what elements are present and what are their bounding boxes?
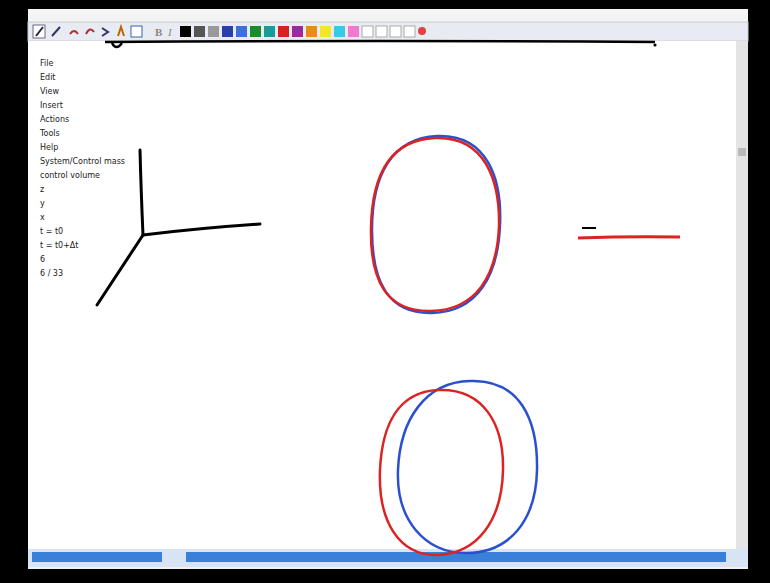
label: File <box>40 60 53 69</box>
label: Tools <box>40 130 60 139</box>
tool-icon <box>70 31 78 34</box>
tool-icon <box>102 28 108 36</box>
tool-icon <box>86 29 94 34</box>
color-swatch <box>334 26 345 37</box>
label: x <box>40 214 45 223</box>
system-boundary <box>398 381 537 553</box>
color-swatch <box>348 26 359 37</box>
color-swatch <box>404 26 415 37</box>
bold-icon: B <box>155 26 163 38</box>
color-swatch <box>292 26 303 37</box>
tool-icon <box>118 27 124 36</box>
color-swatch <box>306 26 317 37</box>
color-swatch <box>208 26 219 37</box>
color-swatch <box>264 26 275 37</box>
label: z <box>40 186 44 195</box>
italic-icon: I <box>167 26 173 38</box>
menu-bar <box>28 9 748 22</box>
label: View <box>40 88 59 97</box>
label: control volume <box>40 172 100 181</box>
page-tab-strip <box>32 552 162 562</box>
scrollbar-thumb <box>738 148 746 156</box>
tool-icon <box>33 25 45 38</box>
label: Help <box>40 144 58 153</box>
handwritten-dot <box>653 43 656 46</box>
label: t = t0 <box>40 228 63 237</box>
tool-icon <box>131 26 142 37</box>
underline <box>578 237 680 238</box>
coordinate-axes <box>97 150 260 305</box>
handwritten-stroke <box>112 43 122 47</box>
window-frame <box>28 9 748 569</box>
label: y <box>40 200 45 209</box>
color-swatch <box>320 26 331 37</box>
page-tabs <box>32 552 726 562</box>
color-swatch <box>250 26 261 37</box>
y-axis <box>143 224 260 235</box>
underline <box>582 227 596 229</box>
color-swatch <box>194 26 205 37</box>
tool-icon <box>36 27 43 36</box>
color-swatch <box>362 26 373 37</box>
label: Actions <box>40 116 69 125</box>
z-axis <box>140 150 143 235</box>
label: Edit <box>40 74 56 83</box>
label: Insert <box>40 102 63 111</box>
toolbar <box>28 22 748 41</box>
label: t = t0+Δt <box>40 242 78 251</box>
control-volume-boundary <box>380 390 503 555</box>
control-volume-boundary <box>371 138 499 311</box>
page-bar <box>28 549 748 567</box>
color-swatch <box>278 26 289 37</box>
color-swatch <box>390 26 401 37</box>
color-swatch <box>376 26 387 37</box>
color-swatch <box>222 26 233 37</box>
x-axis <box>97 235 143 305</box>
color-swatch <box>180 26 191 37</box>
label: 6 / 33 <box>40 270 63 279</box>
page-canvas <box>28 41 736 549</box>
label: System/Control mass <box>40 158 125 167</box>
toolbar-icons: B I <box>33 25 426 38</box>
tool-icon <box>52 27 60 36</box>
tool-icon <box>418 27 426 35</box>
handwritten-line <box>105 41 655 42</box>
scrollbar <box>736 41 748 549</box>
color-swatch <box>236 26 247 37</box>
label: 6 <box>40 256 45 265</box>
